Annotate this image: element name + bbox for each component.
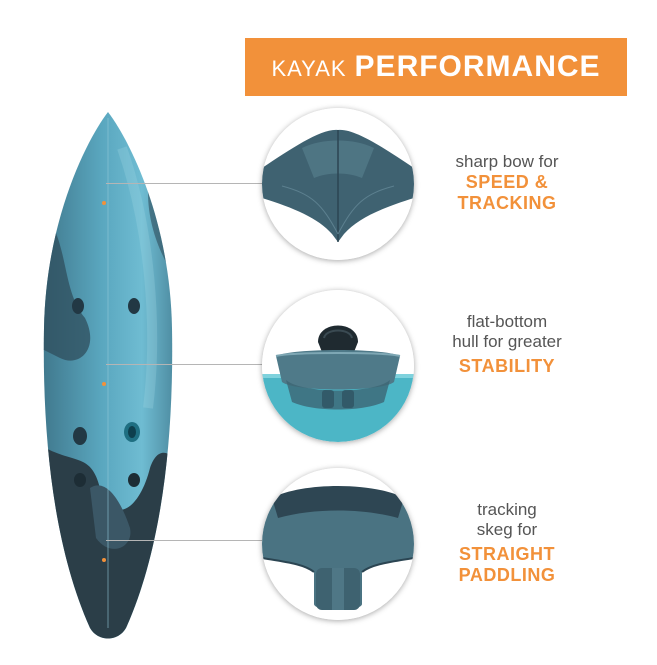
- banner-small-text: KAYAK: [271, 56, 347, 81]
- feature-bow-text: sharp bow for SPEED & TRACKING: [432, 152, 582, 214]
- feature-skeg-desc-1: tracking: [477, 500, 537, 519]
- leader-line-hull: [106, 364, 264, 365]
- bow-detail-image: [262, 108, 414, 260]
- hull-stability-image: [262, 290, 414, 442]
- feature-skeg-text: tracking skeg for STRAIGHT PADDLING: [432, 500, 582, 586]
- banner-big-text: PERFORMANCE: [354, 50, 601, 83]
- feature-hull-desc-1: flat-bottom: [466, 312, 548, 331]
- feature-bow-highlight-1: SPEED &: [465, 172, 549, 192]
- feature-bow-highlight-2: TRACKING: [457, 193, 557, 213]
- title-banner: KAYAK PERFORMANCE: [245, 38, 627, 96]
- feature-bow-desc: sharp bow for: [455, 152, 559, 171]
- leader-line-bow: [106, 183, 264, 184]
- feature-skeg-highlight-2: PADDLING: [458, 565, 556, 585]
- skeg-detail-image: [262, 468, 414, 620]
- feature-skeg-highlight-1: STRAIGHT: [459, 544, 555, 564]
- feature-hull-text: flat-bottom hull for greater STABILITY: [432, 312, 582, 377]
- kayak-hull-image: [43, 112, 173, 639]
- feature-skeg-desc-2: skeg for: [476, 520, 538, 539]
- feature-hull-highlight: STABILITY: [458, 356, 556, 376]
- feature-hull-desc-2: hull for greater: [452, 332, 562, 351]
- leader-line-skeg: [106, 540, 264, 541]
